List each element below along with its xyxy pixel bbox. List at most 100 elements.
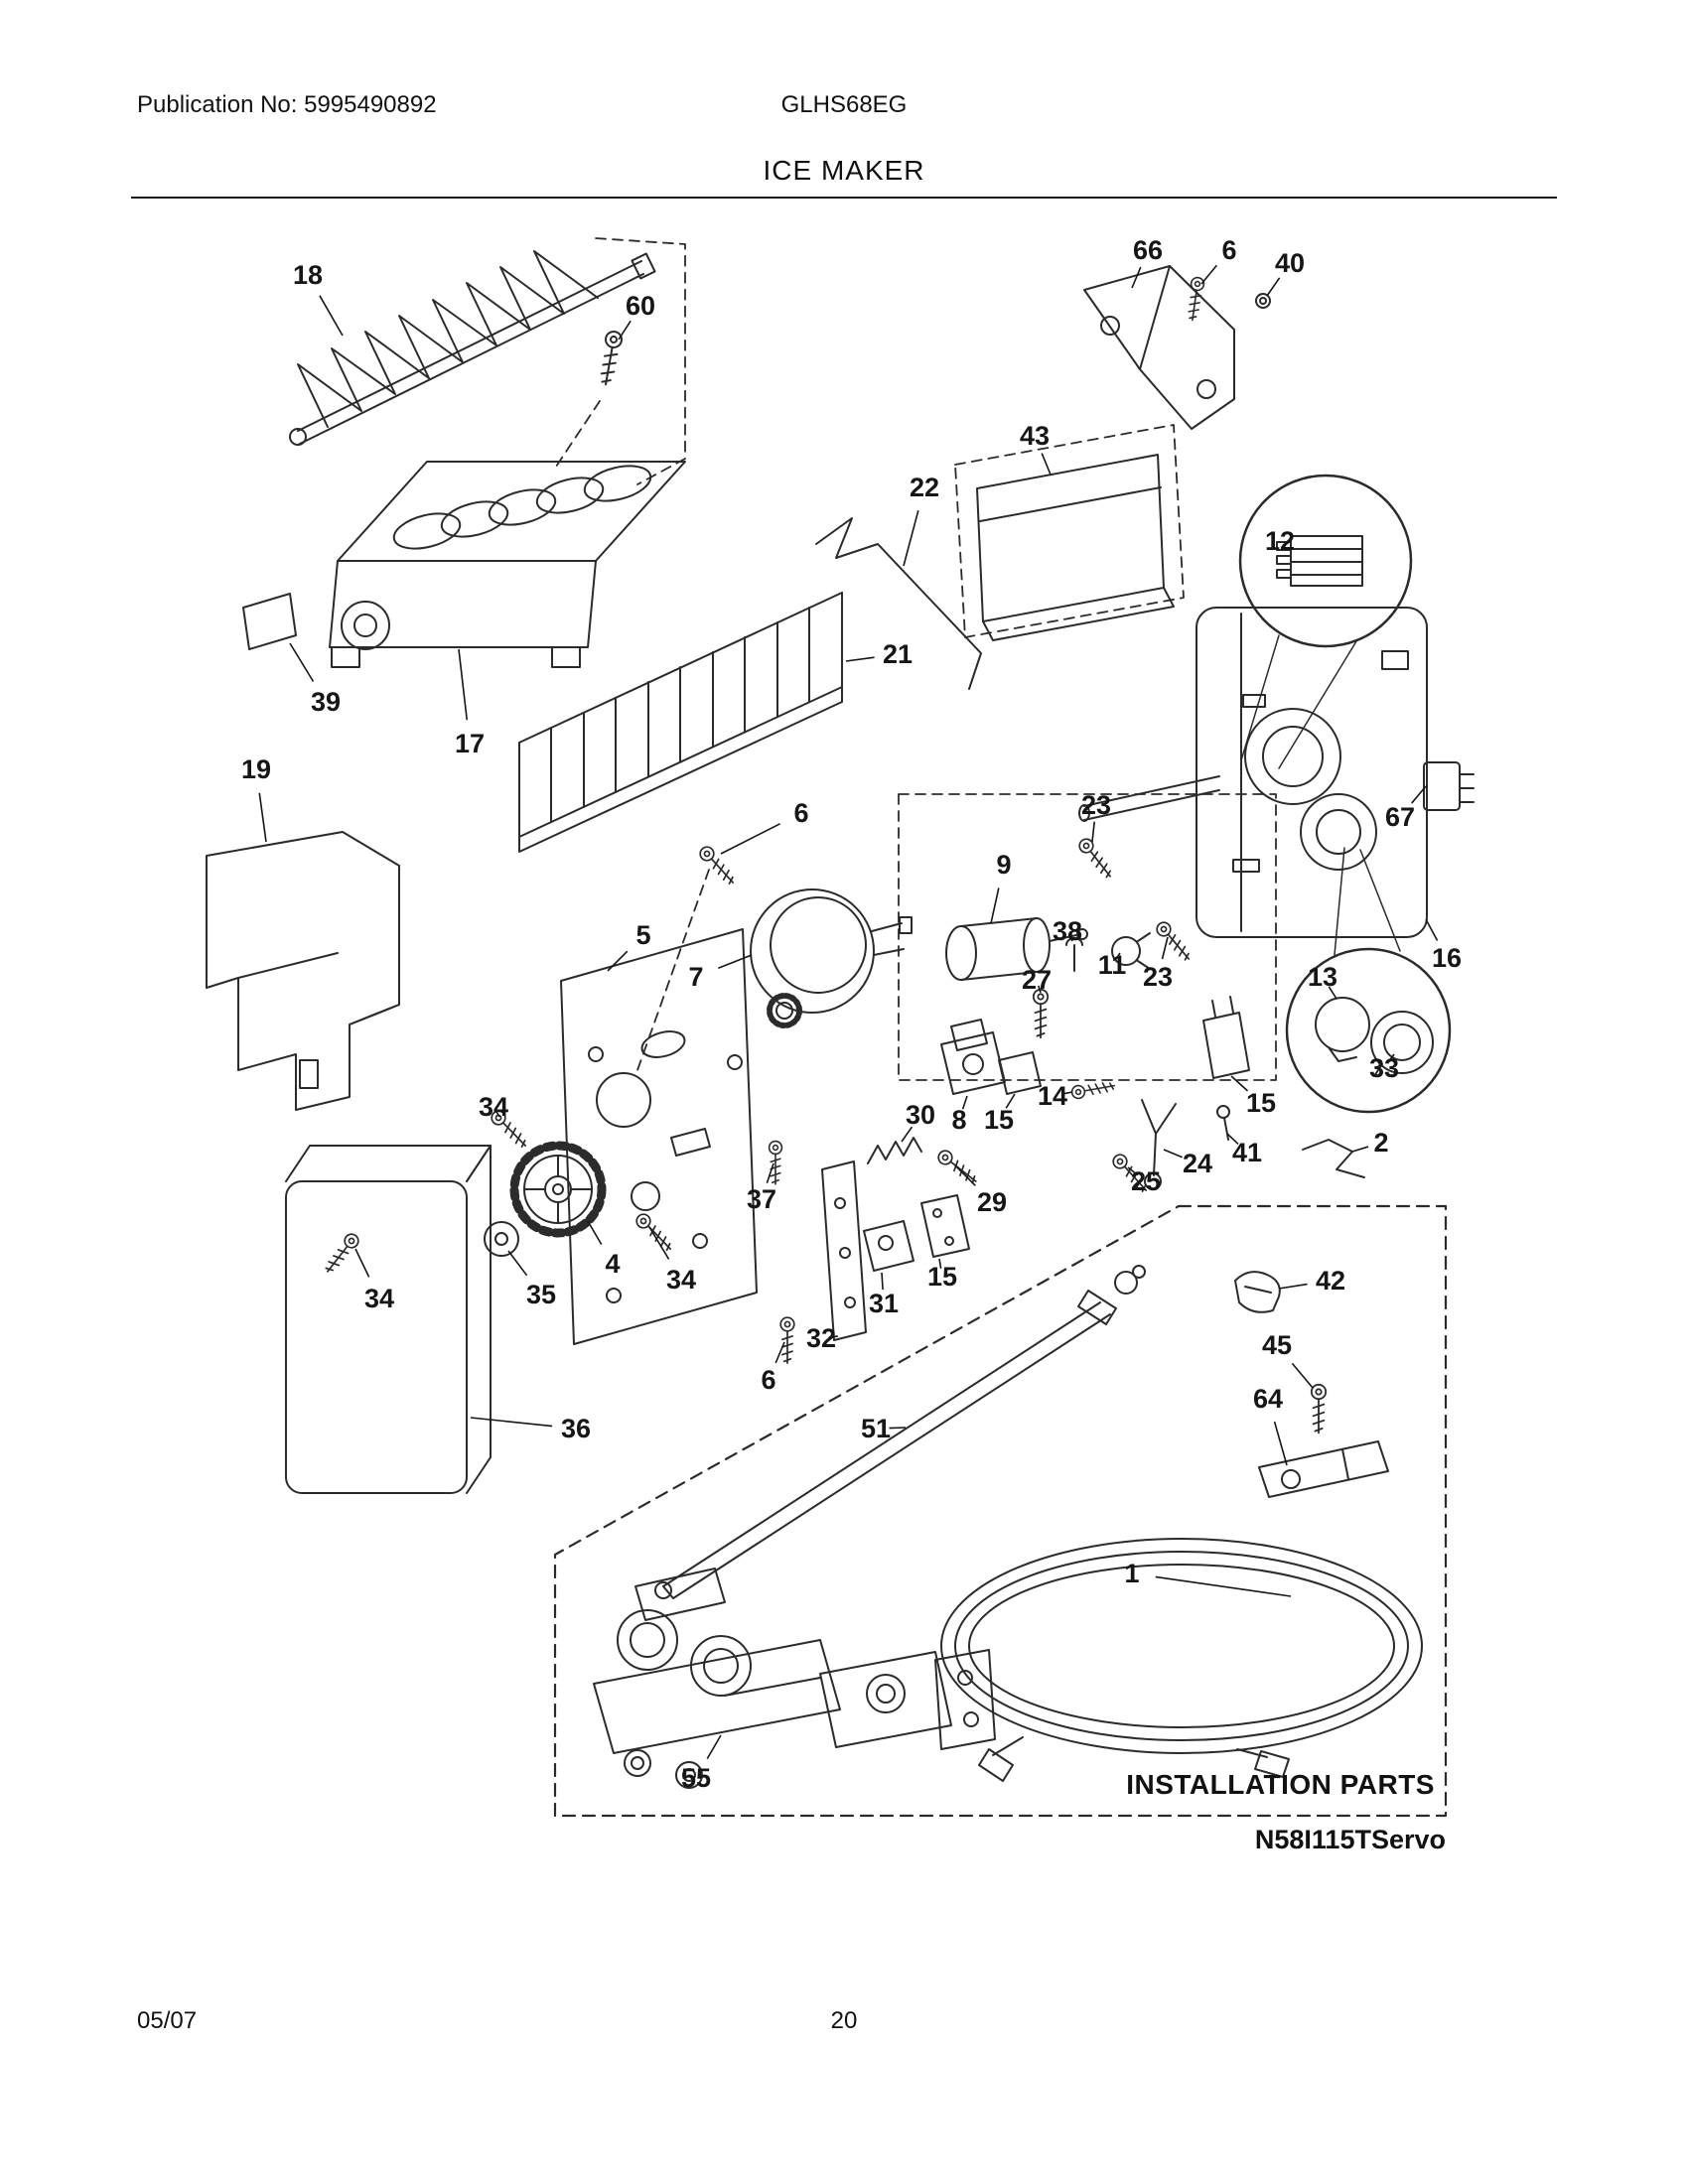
part-shield-43: [954, 424, 1185, 641]
part-label-66: 66: [1133, 235, 1163, 265]
part-label-45: 45: [1262, 1330, 1292, 1360]
part-coil-1: [940, 1538, 1423, 1782]
part-label-38: 38: [1053, 916, 1082, 946]
leader-line: [495, 1111, 500, 1118]
part-label-25: 25: [1131, 1166, 1161, 1196]
part-label-42: 42: [1316, 1266, 1345, 1296]
part-label-36: 36: [561, 1414, 591, 1443]
footer-page-number: 20: [830, 2007, 858, 2034]
part-switch-15b: [1202, 996, 1250, 1079]
leader-line: [648, 1226, 670, 1260]
part-wire-22: [815, 517, 982, 690]
leader-line: [845, 656, 875, 662]
leader-line: [828, 1335, 839, 1338]
part-label-6: 6: [1221, 235, 1236, 265]
part-label-plate-39: [242, 593, 297, 650]
part-clamp-11: [1111, 932, 1151, 970]
model-number: GLHS68EG: [780, 91, 908, 118]
part-label-15: 15: [984, 1105, 1014, 1135]
part-label-64: 64: [1253, 1384, 1283, 1414]
part-label-37: 37: [747, 1184, 776, 1214]
part-bracket-66: [1083, 265, 1235, 430]
part-label-19: 19: [241, 754, 271, 784]
installation-parts-label: INSTALLATION PARTS: [1126, 1769, 1435, 1800]
part-label-11: 11: [1098, 950, 1127, 980]
part-label-51: 51: [861, 1414, 891, 1443]
part-label-21: 21: [883, 639, 913, 669]
part-label-23: 23: [1081, 790, 1111, 820]
part-connector-67: [1423, 761, 1475, 811]
leader-line: [1351, 1146, 1369, 1153]
part-label-39: 39: [311, 687, 341, 717]
leader-line: [1068, 935, 1073, 942]
part-switch-15a: [998, 1051, 1042, 1095]
leader-line: [1155, 1575, 1292, 1597]
leader-line: [258, 792, 267, 843]
part-label-30: 30: [906, 1100, 935, 1130]
part-housing-16: [1078, 607, 1428, 938]
part-clip-42: [1234, 1271, 1281, 1313]
leader-line: [1266, 277, 1281, 297]
part-label-15: 15: [1246, 1088, 1276, 1118]
leader-line: [1328, 986, 1337, 1000]
part-label-8: 8: [951, 1105, 966, 1135]
leader-line: [607, 950, 629, 972]
part-label-6: 6: [761, 1365, 775, 1395]
part-label-43: 43: [1020, 421, 1050, 451]
leader-line: [1425, 918, 1439, 941]
part-label-13: 13: [1308, 962, 1337, 992]
part-label-7: 7: [688, 962, 703, 992]
leader-line: [458, 648, 469, 721]
part-label-34: 34: [666, 1265, 696, 1295]
leader-line: [289, 642, 315, 682]
part-label-35: 35: [526, 1280, 556, 1309]
leader-line: [1163, 1149, 1184, 1159]
part-label-12: 12: [1265, 526, 1295, 556]
part-label-14: 14: [1038, 1081, 1067, 1111]
leader-line: [903, 509, 919, 567]
part-disc-35: [484, 1221, 519, 1257]
title-rule: [131, 197, 1557, 199]
part-plate-31: [863, 1220, 914, 1272]
part-label-18: 18: [293, 260, 323, 290]
part-switch-15c: [920, 1194, 970, 1258]
part-bracket-64: [1258, 1440, 1389, 1498]
part-clip-38: [1065, 937, 1083, 972]
callout-thermostat-13-33: [1285, 847, 1452, 1114]
part-label-67: 67: [1385, 802, 1415, 832]
leader-line: [1161, 936, 1169, 960]
leader-line: [881, 1272, 884, 1291]
leader-line: [1273, 1421, 1288, 1466]
leader-line: [1005, 1093, 1016, 1109]
leader-line: [990, 887, 1000, 924]
part-label-34: 34: [479, 1092, 508, 1122]
part-label-29: 29: [977, 1187, 1007, 1217]
part-label-55: 55: [681, 1763, 711, 1793]
part-label-4: 4: [605, 1249, 620, 1279]
part-label-27: 27: [1022, 965, 1052, 995]
leader-line: [1226, 1133, 1239, 1146]
leader-line: [774, 1341, 785, 1364]
publication-number: Publication No: 5995490892: [137, 91, 437, 118]
part-mold-17: [329, 461, 686, 668]
part-spring-30: [867, 1137, 922, 1164]
part-label-33: 33: [1369, 1053, 1399, 1083]
leader-line: [319, 295, 344, 337]
part-label-60: 60: [626, 291, 655, 321]
drawing-code: N58I115TServo: [1254, 1825, 1446, 1854]
part-label-40: 40: [1275, 248, 1305, 278]
leader-line: [1230, 1075, 1249, 1092]
part-solenoid-9: [945, 917, 1088, 981]
leader-line: [889, 1427, 907, 1430]
leader-line: [1114, 952, 1121, 961]
leader-line: [354, 1248, 370, 1278]
part-gear-4: [509, 1141, 607, 1238]
callout-plug-12: [1238, 474, 1413, 769]
part-label-9: 9: [996, 850, 1011, 880]
part-label-24: 24: [1183, 1149, 1212, 1178]
part-label-16: 16: [1432, 943, 1462, 973]
installation-box: [553, 1204, 1448, 1818]
leader-line: [901, 1126, 914, 1143]
leader-line: [706, 1734, 722, 1760]
